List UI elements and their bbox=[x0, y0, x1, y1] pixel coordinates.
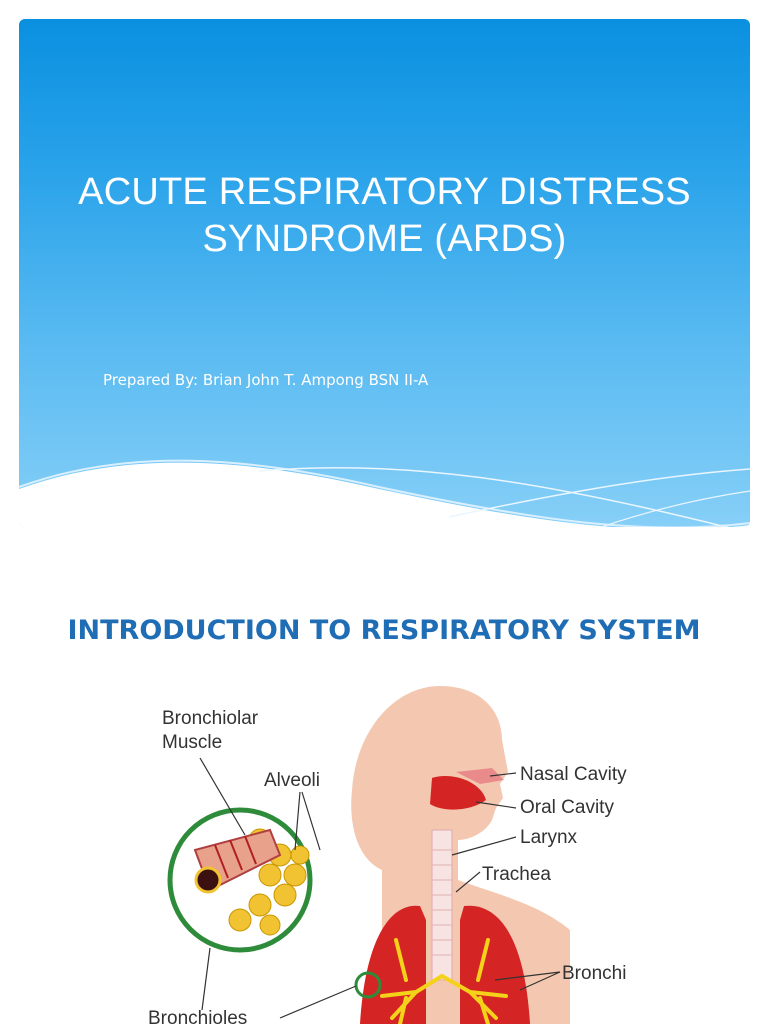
label-larynx: Larynx bbox=[520, 827, 578, 848]
lung-detail-circle bbox=[354, 971, 382, 999]
nasal-cavity bbox=[456, 768, 504, 784]
slide-title: ACUTE RESPIRATORY DISTRESS SYNDROME (ARD… bbox=[78, 171, 691, 260]
label-nasal-cavity: Nasal Cavity bbox=[520, 764, 627, 785]
trachea bbox=[431, 829, 453, 981]
bronchiole-opening bbox=[194, 866, 222, 894]
left-lung bbox=[360, 905, 426, 1024]
label-muscle: Muscle bbox=[162, 732, 222, 753]
label-bronchioles: Bronchioles bbox=[148, 1008, 247, 1024]
label-bronchi: Bronchi bbox=[562, 963, 626, 984]
leader-lines bbox=[199, 757, 561, 1019]
label-bronchiolar: Bronchiolar bbox=[162, 708, 259, 729]
label-trachea: Trachea bbox=[482, 864, 551, 885]
label-alveoli: Alveoli bbox=[264, 770, 320, 791]
respiratory-diagram: Bronchiolar Muscle Alveoli Nasal Cavity … bbox=[148, 686, 627, 1024]
intro-title: INTRODUCTION TO RESPIRATORY SYSTEM bbox=[67, 615, 701, 646]
title-slide: ACUTE RESPIRATORY DISTRESS SYNDROME (ARD… bbox=[19, 19, 750, 527]
oral-cavity bbox=[430, 776, 486, 810]
wave-decoration bbox=[19, 459, 750, 527]
slide-subtitle: Prepared By: Brian John T. Ampong BSN II… bbox=[103, 371, 429, 389]
bronchi-tree bbox=[380, 938, 508, 1024]
label-oral-cavity: Oral Cavity bbox=[520, 797, 614, 818]
